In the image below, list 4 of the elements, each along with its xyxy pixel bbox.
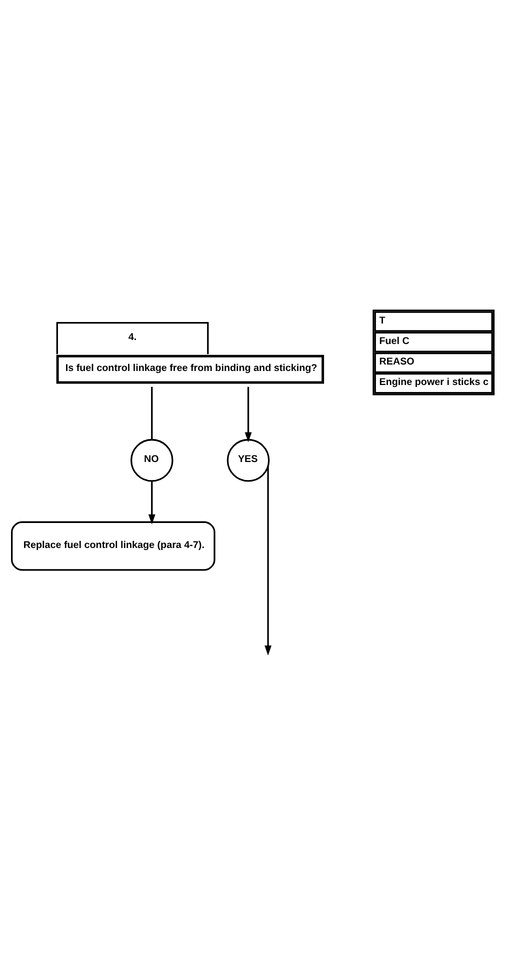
label: T (379, 315, 386, 326)
label: Engine power i sticks c (379, 377, 488, 388)
label: REASO (379, 356, 414, 368)
label: Fuel C (379, 336, 410, 347)
